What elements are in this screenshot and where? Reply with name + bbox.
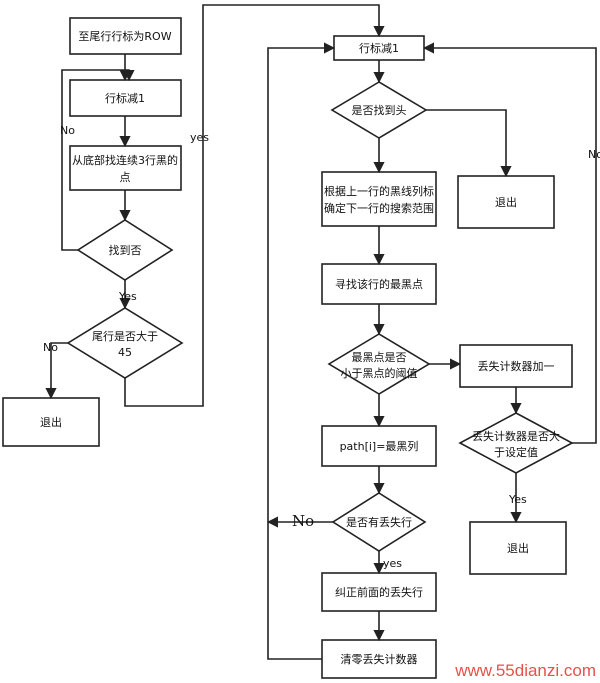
node-determine-search-range: 根据上一行的黑线列标 确定下一行的搜索范围: [321, 171, 437, 227]
node-exit-middle-label: 退出: [495, 195, 517, 209]
edge-found-no-loop: [61, 69, 135, 251]
decision-found: 找到否: [76, 219, 174, 281]
node-counter-plus-one-label: 丢失计数器加一: [478, 360, 555, 373]
decision-head-found: 是否找到头: [330, 81, 428, 139]
edge-clear-loop-back: [267, 42, 336, 660]
node-clear-counter-label: 清零丢失计数器: [341, 653, 418, 666]
node-find-darkest-point: 寻找该行的最黑点: [321, 263, 437, 305]
edge-label-no-left-loop: No: [60, 124, 75, 137]
decision-counter-over-limit-line1: 丢失计数器是否大: [472, 429, 560, 443]
node-exit-right-label: 退出: [507, 541, 529, 555]
node-find-three-black-rows-line2: 点: [120, 171, 131, 184]
node-set-last-row-label: 至尾行行标为ROW: [78, 29, 171, 43]
edge-tail-no-exit: [45, 342, 68, 400]
node-exit-middle: 退出: [457, 175, 555, 229]
node-exit-right: 退出: [469, 521, 567, 575]
edge-head-yes-exit: [426, 109, 512, 178]
decision-tail-row-line1: 尾行是否大于: [92, 329, 158, 343]
edge-label-yes-found: Yes: [118, 290, 137, 303]
node-row-minus-one-left-label: 行标减1: [105, 91, 145, 105]
edge-tail-yes-main: [124, 4, 385, 407]
node-determine-search-range-line1: 根据上一行的黑线列标: [324, 184, 434, 198]
node-exit-left-label: 退出: [40, 415, 62, 429]
node-determine-search-range-line2: 确定下一行的搜索范围: [324, 201, 434, 215]
node-clear-counter: 清零丢失计数器: [321, 639, 437, 679]
decision-below-threshold: 最黑点是否 小于黑点的阈值: [327, 333, 431, 395]
edge-label-no-missing: No: [292, 512, 314, 530]
edge-label-no-right: No: [588, 148, 600, 161]
node-correct-missing-rows: 纠正前面的丢失行: [321, 572, 437, 612]
edge-label-yes-counter: Yes: [508, 493, 527, 506]
decision-tail-row-line2: 45: [118, 346, 132, 359]
node-row-minus-one-main: 行标减1: [333, 35, 425, 61]
node-find-three-black-rows-line1: 从底部找连续3行黑的: [72, 153, 178, 167]
edge-limit-no-loop: [422, 42, 597, 444]
node-find-three-black-rows: 从底部找连续3行黑的 点: [69, 145, 182, 191]
decision-below-threshold-line1: 最黑点是否: [352, 351, 407, 364]
edge-label-no-tail: No: [43, 341, 58, 354]
decision-counter-over-limit: 丢失计数器是否大 于设定值: [458, 412, 574, 474]
node-path-assign: path[i]=最黑列: [321, 425, 437, 467]
edge-label-yes-missing: yes: [383, 557, 402, 570]
node-row-minus-one-main-label: 行标减1: [359, 41, 399, 55]
node-set-last-row: 至尾行行标为ROW: [69, 17, 182, 55]
watermark: www.55dianzi.com: [454, 661, 596, 680]
node-path-assign-label: path[i]=最黑列: [340, 439, 419, 453]
decision-counter-over-limit-line2: 于设定值: [494, 445, 538, 459]
decision-head-found-label: 是否找到头: [352, 103, 407, 117]
node-row-minus-one-left: 行标减1: [69, 79, 182, 117]
decision-tail-row-over-45: 尾行是否大于 45: [66, 307, 184, 379]
node-correct-missing-rows-label: 纠正前面的丢失行: [335, 585, 423, 599]
decision-below-threshold-line2: 小于黑点的阈值: [341, 366, 418, 380]
decision-missing-rows-label: 是否有丢失行: [346, 515, 412, 529]
decision-missing-rows: 是否有丢失行: [331, 492, 427, 552]
decision-found-label: 找到否: [109, 243, 142, 257]
node-find-darkest-point-label: 寻找该行的最黑点: [335, 277, 423, 291]
node-counter-plus-one: 丢失计数器加一: [459, 344, 573, 388]
edge-label-yes-long: yes: [190, 131, 209, 144]
node-exit-left: 退出: [2, 397, 100, 447]
